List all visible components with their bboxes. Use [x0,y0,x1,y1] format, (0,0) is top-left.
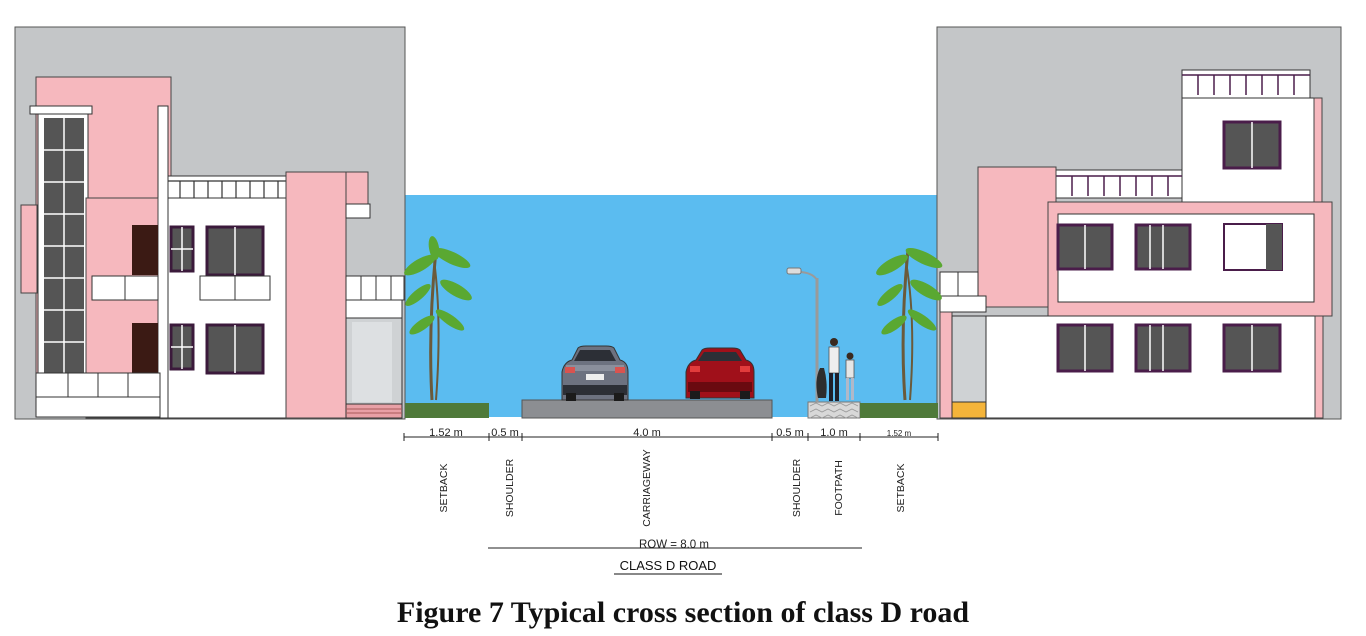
figure-caption: Figure 7 Typical cross section of class … [396,596,970,629]
dim-setback-right: 1.52 m [887,429,912,438]
dim-footpath: 1.0 m [820,427,848,439]
dimension-line [403,433,939,441]
label-setback-left: SETBACK [438,463,450,512]
label-carriageway: CARRIAGEWAY [641,449,653,527]
tree-right [876,247,943,401]
carriageway-surface [521,399,773,419]
road-surface [405,399,938,419]
dim-shoulder-left: 0.5 m [491,427,519,439]
label-shoulder-right: SHOULDER [791,458,803,517]
row-label: ROW = 8.0 m [639,539,709,551]
label-setback-right: SETBACK [895,463,907,512]
sky-background [404,195,938,417]
car-grey [561,345,629,401]
grass-left [405,403,489,418]
dim-setback-left: 1.52 m [429,427,463,439]
left-building [14,26,406,420]
grass-right [860,403,938,418]
right-building [936,26,1342,420]
road-class-label: CLASS D ROAD [620,558,717,573]
label-footpath: FOOTPATH [833,460,845,516]
car-red [685,347,755,399]
footpath-pavers [807,401,861,419]
dim-carriageway: 4.0 m [633,427,661,439]
dim-shoulder-right: 0.5 m [776,427,804,439]
label-shoulder-left: SHOULDER [504,458,516,517]
pedestrians [816,338,855,401]
tree-left [404,236,472,401]
